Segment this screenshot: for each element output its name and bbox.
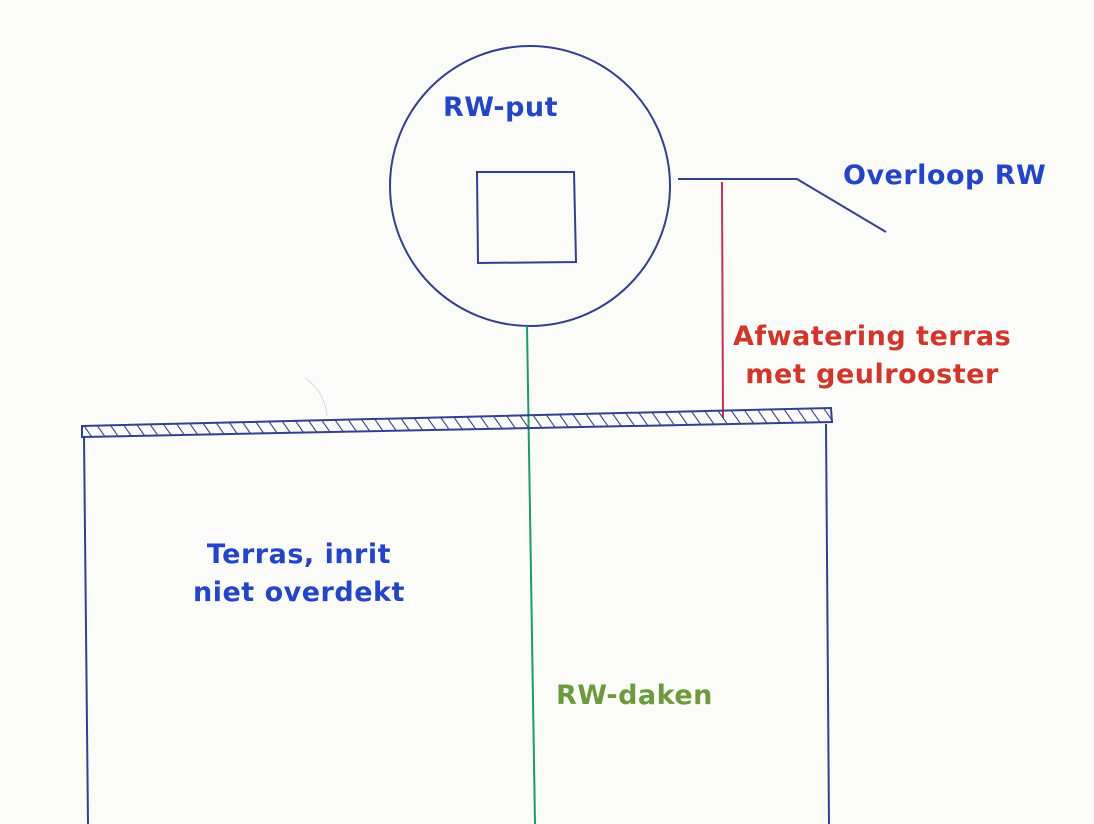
afwatering-text-line2: met geulrooster [745,358,999,390]
rw-daken-line [526,325,536,824]
afwatering-line [721,181,724,419]
terras-label: Terras, inrit niet overdekt [193,536,405,612]
rw-put-label: RW-put [443,89,558,127]
terras-text-line1: Terras, inrit [206,539,392,570]
rw-put-circle [389,45,671,327]
afwatering-label: Afwatering terras met geulrooster [733,318,1011,394]
rw-daken-label: RW-daken [556,677,713,715]
terras-text-line2: niet overdekt [193,576,405,608]
pencil-arc [304,377,328,417]
geulrooster-gutter [81,406,834,439]
overloop-label: Overloop RW [843,157,1046,195]
terras-right-wall [825,423,830,824]
terras-left-wall [83,435,89,824]
rw-put-text: RW-put [443,92,559,123]
rw-daken-text: RW-daken [556,680,713,711]
rw-put-inner-square [475,171,578,265]
afwatering-text-line1: Afwatering terras [733,321,1012,352]
overloop-pipe [678,178,887,233]
overloop-text: Overloop RW [843,160,1047,191]
